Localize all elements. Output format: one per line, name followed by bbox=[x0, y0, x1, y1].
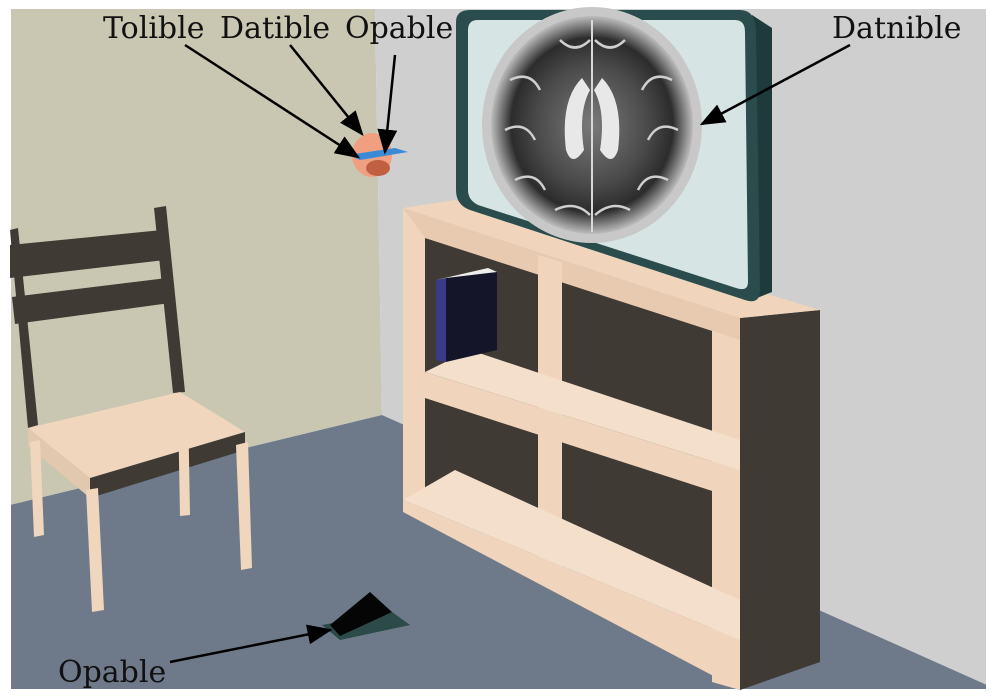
brain-folds bbox=[504, 39, 679, 216]
book-cover bbox=[446, 272, 497, 362]
shelf-board-middle-top bbox=[425, 350, 740, 470]
label-opable-bottom: Opable bbox=[58, 655, 166, 690]
chair-leg-back-left bbox=[30, 440, 44, 537]
annotation-labels: Tolible Datible Opable Datnible Opable bbox=[58, 11, 961, 690]
brain-ventricle-left bbox=[564, 78, 590, 159]
bookshelf bbox=[403, 200, 820, 690]
shelf-frame-top bbox=[403, 208, 740, 340]
label-datible: Datible bbox=[220, 11, 330, 46]
chair-leg-front-left bbox=[86, 488, 104, 612]
label-tolible: Tolible bbox=[103, 11, 204, 46]
brain-ventricle-right bbox=[594, 78, 620, 159]
book-spine bbox=[436, 278, 446, 362]
head-shadow bbox=[366, 160, 390, 176]
arrow-datnible bbox=[699, 43, 851, 126]
chair-back-leg-left bbox=[10, 228, 38, 428]
shelf-frame-left bbox=[403, 208, 425, 500]
chair-seat-top bbox=[28, 392, 245, 478]
label-datnible: Datnible bbox=[832, 11, 961, 46]
chair-mid-rail bbox=[12, 278, 170, 324]
chair bbox=[10, 206, 252, 612]
shelf-board-bottom-top bbox=[403, 470, 740, 640]
arrow-opable-top bbox=[377, 54, 398, 155]
annotation-arrows bbox=[169, 43, 851, 664]
mri-brain-slice bbox=[482, 7, 702, 243]
shelf-board-bottom bbox=[403, 500, 740, 690]
chair-seat-front bbox=[90, 432, 245, 498]
arrow-opable-bottom bbox=[169, 624, 333, 664]
image-border bbox=[9, 7, 988, 691]
chair-leg-back-right bbox=[178, 403, 190, 516]
floor-device-screen bbox=[330, 592, 392, 636]
arrow-tolible bbox=[184, 43, 361, 159]
book-pages bbox=[436, 268, 497, 280]
shelf-side-right bbox=[740, 310, 820, 690]
floor-device bbox=[322, 592, 410, 640]
left-wall bbox=[10, 8, 382, 505]
arrow-datible bbox=[289, 44, 364, 136]
book bbox=[436, 268, 497, 362]
chair-top-rail bbox=[10, 230, 165, 278]
shelf-board-middle bbox=[425, 372, 740, 500]
chair-seat-side bbox=[28, 428, 90, 498]
label-opable-top: Opable bbox=[345, 11, 453, 46]
chair-leg-front-right bbox=[236, 442, 252, 570]
